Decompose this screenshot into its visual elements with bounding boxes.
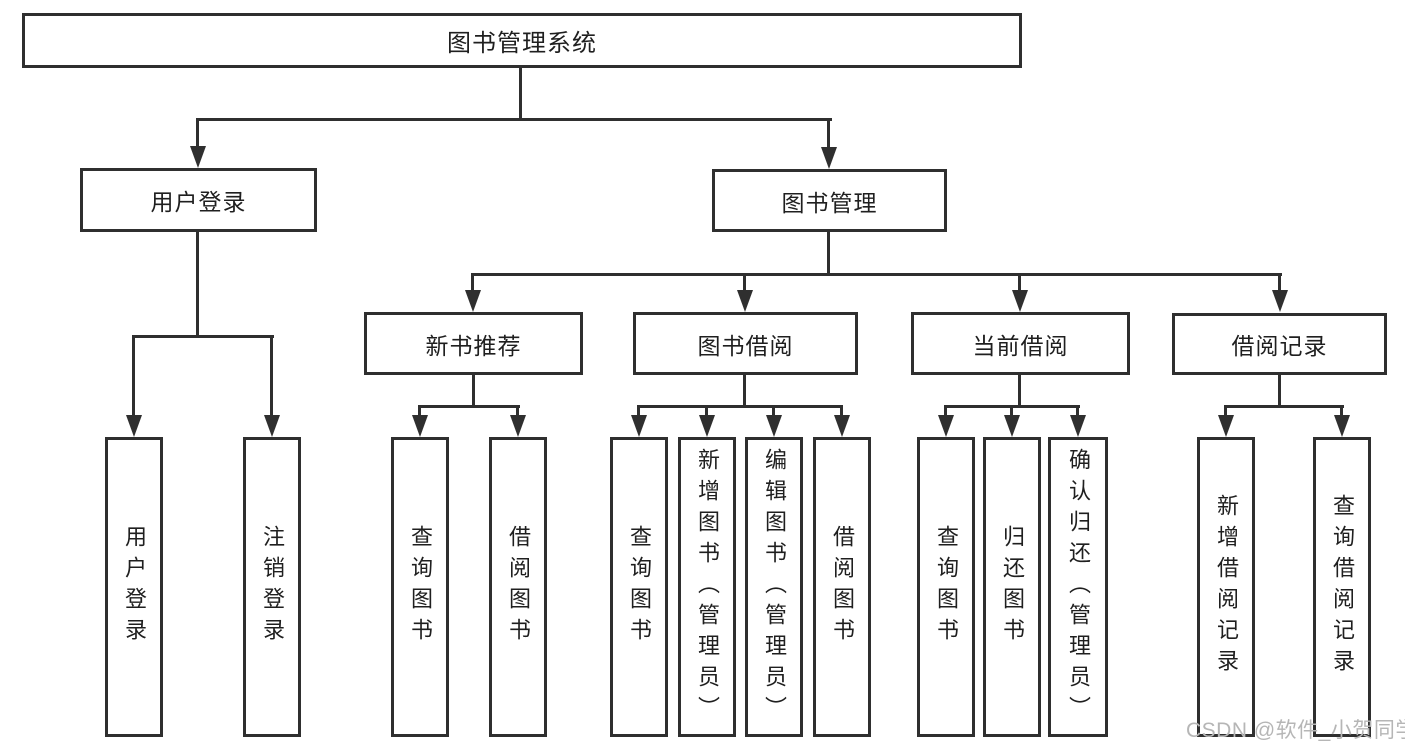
connector-line — [1018, 273, 1021, 293]
connector-line — [1224, 405, 1344, 408]
leaf-current-return-books: 归还图书 — [983, 437, 1041, 737]
arrowhead-down — [1272, 290, 1288, 312]
connector-line — [1010, 405, 1013, 419]
connector-line — [472, 375, 475, 408]
connector-line — [197, 118, 832, 121]
leaf-borrowing-add-books-admin: 新增图书（管理员） — [678, 437, 736, 737]
arrowhead-down — [938, 415, 954, 437]
connector-line — [270, 335, 273, 417]
leaf-user-login: 用户登录 — [105, 437, 163, 737]
leaf-borrowing-borrow-books: 借阅图书 — [813, 437, 871, 737]
connector-line — [516, 405, 519, 419]
leaf-borrowing-query-books: 查询图书 — [610, 437, 668, 737]
node-user-login: 用户登录 — [80, 168, 317, 232]
connector-line — [827, 118, 830, 150]
connector-line — [196, 232, 199, 338]
connector-line — [1340, 405, 1343, 419]
connector-line — [418, 405, 520, 408]
arrowhead-down — [766, 415, 782, 437]
connector-line — [944, 405, 947, 419]
node-library-management-system: 图书管理系统 — [22, 13, 1022, 68]
connector-line — [471, 273, 1282, 276]
connector-line — [196, 118, 199, 149]
leaf-recommend-borrow-books: 借阅图书 — [489, 437, 547, 737]
leaf-records-add-record: 新增借阅记录 — [1197, 437, 1255, 737]
connector-line — [1018, 375, 1021, 408]
arrowhead-down — [190, 146, 206, 168]
arrowhead-down — [699, 415, 715, 437]
arrowhead-down — [1334, 415, 1350, 437]
arrowhead-down — [631, 415, 647, 437]
connector-line — [772, 405, 775, 419]
arrowhead-down — [412, 415, 428, 437]
connector-line — [705, 405, 708, 419]
node-book-management: 图书管理 — [712, 169, 947, 232]
connector-line — [132, 335, 135, 417]
leaf-recommend-query-books: 查询图书 — [391, 437, 449, 737]
connector-line — [1278, 375, 1281, 408]
arrowhead-down — [465, 290, 481, 312]
node-current-borrowing: 当前借阅 — [911, 312, 1130, 375]
arrowhead-down — [264, 415, 280, 437]
connector-line — [1224, 405, 1227, 419]
leaf-borrowing-edit-books-admin: 编辑图书（管理员） — [745, 437, 803, 737]
connector-line — [418, 405, 421, 419]
node-borrowing-records: 借阅记录 — [1172, 313, 1387, 375]
connector-line — [827, 232, 830, 276]
connector-line — [519, 68, 522, 118]
connector-line — [637, 405, 640, 419]
leaf-current-query-books: 查询图书 — [917, 437, 975, 737]
arrowhead-down — [510, 415, 526, 437]
arrowhead-down — [126, 415, 142, 437]
connector-line — [132, 335, 274, 338]
node-book-borrowing: 图书借阅 — [633, 312, 858, 375]
connector-line — [1076, 405, 1079, 419]
connector-line — [1278, 273, 1281, 293]
arrowhead-down — [834, 415, 850, 437]
leaf-logout: 注销登录 — [243, 437, 301, 737]
csdn-watermark: CSDN @软件_小贺同学 — [1186, 719, 1405, 742]
arrowhead-down — [1012, 290, 1028, 312]
connector-line — [637, 405, 843, 408]
connector-line — [743, 375, 746, 408]
arrowhead-down — [1004, 415, 1020, 437]
connector-line — [840, 405, 843, 419]
leaf-records-query-record: 查询借阅记录 — [1313, 437, 1371, 737]
leaf-current-confirm-return-admin: 确认归还（管理员） — [1048, 437, 1108, 737]
arrowhead-down — [1218, 415, 1234, 437]
arrowhead-down — [737, 290, 753, 312]
connector-line — [743, 273, 746, 293]
arrowhead-down — [821, 147, 837, 169]
node-new-book-recommend: 新书推荐 — [364, 312, 583, 375]
connector-line — [471, 273, 474, 293]
arrowhead-down — [1070, 415, 1086, 437]
